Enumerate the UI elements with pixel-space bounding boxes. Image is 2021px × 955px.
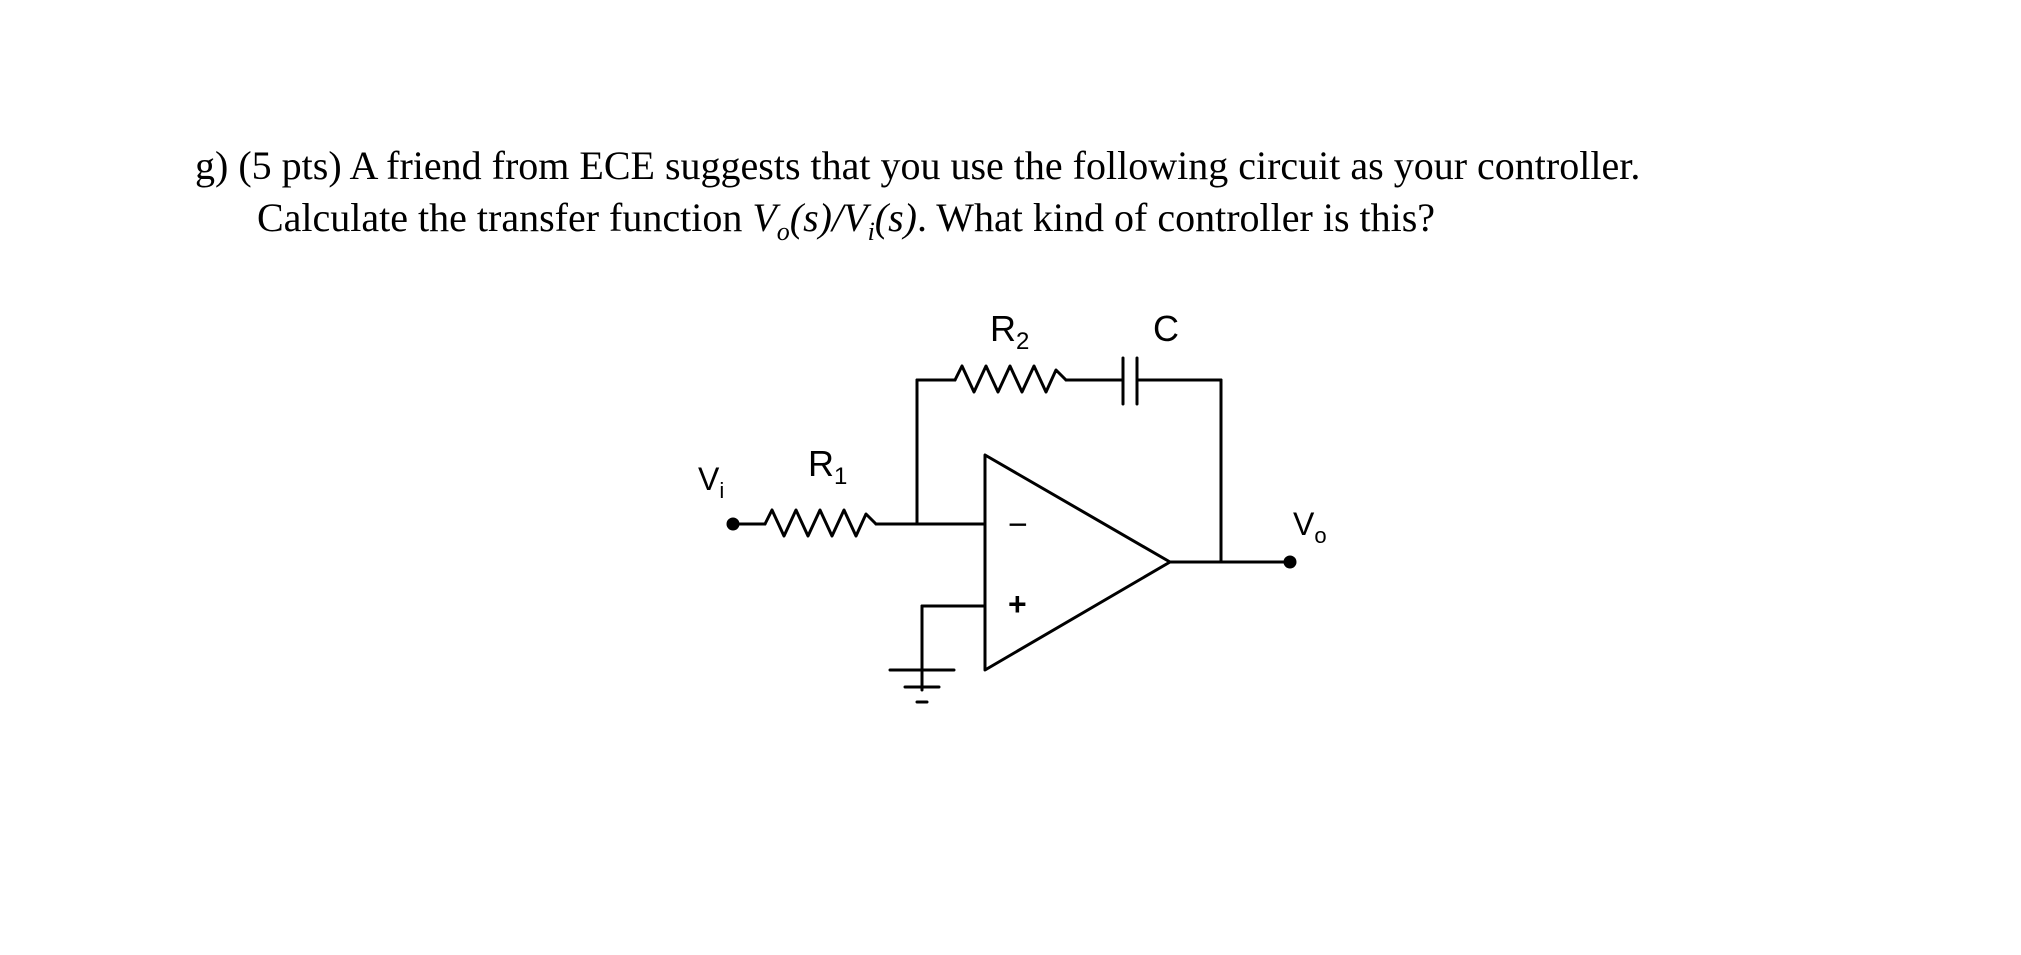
non-inverting-input-sign: +	[1008, 586, 1027, 622]
vo-symbol: V	[752, 195, 777, 240]
vi-symbol: V	[843, 195, 868, 240]
transfer-function-expression: Vo(s)/Vi(s)	[752, 195, 918, 245]
output-terminal	[1283, 555, 1297, 569]
resistor-r1	[763, 508, 878, 538]
vo-subscript: o	[776, 217, 790, 246]
label-vi: Vi	[698, 461, 724, 503]
label-c: C	[1153, 308, 1179, 349]
label-r1: R1	[808, 443, 847, 490]
resistor-r2	[953, 364, 1068, 394]
label-vo: Vo	[1293, 506, 1327, 548]
label-r2: R2	[990, 308, 1029, 355]
question-line-2: Calculate the transfer function Vo(s)/Vi…	[195, 192, 1640, 245]
question-line-1-text: A friend from ECE suggests that you use …	[349, 143, 1641, 188]
op-amp	[983, 453, 1172, 672]
vi-argument: (s)	[874, 195, 918, 240]
vi-subscript: i	[867, 217, 875, 246]
question-line-2-lead: Calculate the transfer function	[257, 195, 743, 240]
question-points: (5 pts)	[238, 143, 342, 188]
question-line-1: g) (5 pts) A friend from ECE suggests th…	[195, 140, 1640, 192]
inverting-input-sign: −	[1008, 506, 1028, 544]
question-text: g) (5 pts) A friend from ECE suggests th…	[195, 140, 1640, 245]
question-marker: g)	[195, 143, 229, 188]
vo-argument: (s)/	[789, 195, 844, 240]
question-line-2-tail: . What kind of controller is this?	[917, 195, 1436, 240]
